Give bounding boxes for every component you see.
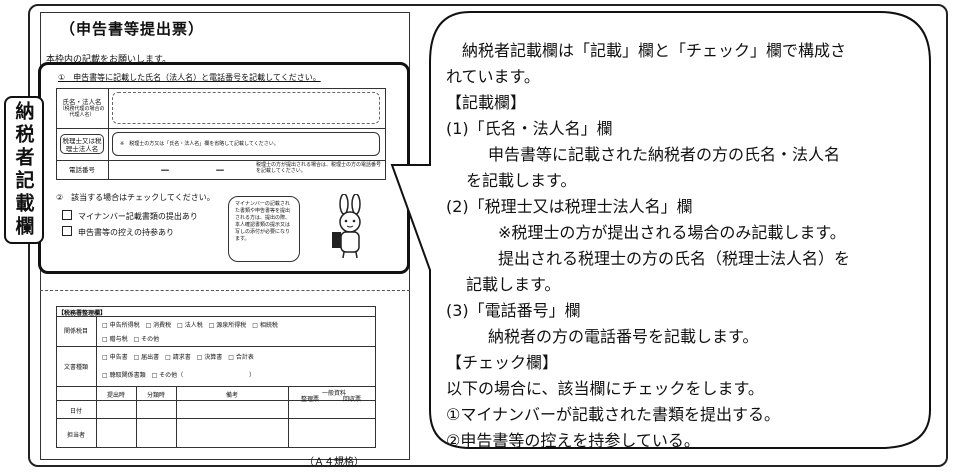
phone-separator: － xyxy=(160,166,170,177)
callout-line: ※税理士の方が提出される場合のみ記載します。 xyxy=(498,223,846,242)
office-row-staff: 担当者 xyxy=(66,432,85,439)
callout-line: 記載します。 xyxy=(466,275,561,294)
callout-line: れています。 xyxy=(446,67,540,86)
callout-line: 【チェック欄】 xyxy=(446,353,559,372)
office-col-general-b: 回収票 xyxy=(342,396,361,403)
notice-bubble: マイナンバーの記載された書類や申告書等を提出される方は、提出の際、本人確認書類の… xyxy=(228,196,300,262)
checkbox-copy[interactable]: 申告書等の控えの持参あり xyxy=(62,226,174,238)
office-row-tax-type-items: □ 申告所得税 □ 消費税 □ 法人税 □ 源泉所得税 □ 相続税 xyxy=(102,322,278,329)
checkbox-mynumber[interactable]: マイナンバー記載書類の提出あり xyxy=(62,210,198,222)
taxpayer-entry-side-label: 納税者記載欄 xyxy=(4,96,44,244)
office-col-divider xyxy=(288,386,289,448)
form-title: （申告書等提出票） xyxy=(60,20,205,38)
tax-accountant-note: ※ 税理士の方又は「氏名・法人名」欄を省略して記載してください。 xyxy=(120,141,279,147)
callout-line: 申告書等に記載された納税者の方の氏名・法人名 xyxy=(488,145,841,164)
form-note: 本枠内の記載をお願いします。 xyxy=(46,55,172,65)
callout-line: 以下の場合に、該当欄にチェックをします。 xyxy=(446,379,764,398)
callout-line: ②申告書等の控えを持参している。 xyxy=(446,431,700,450)
office-row-date: 日付 xyxy=(69,408,82,415)
callout-line: 納税者記載欄は「記載」欄と「チェック」欄で構成さ xyxy=(446,41,847,60)
callout-line: ①マイナンバーが記載された書類を提出する。 xyxy=(446,405,781,424)
cut-line xyxy=(40,290,410,291)
phone-separator: － xyxy=(215,166,225,177)
callout-line: 提出される税理士の方の氏名（税理士法人名）を xyxy=(498,249,851,268)
row-phone-label: 電話番号 xyxy=(69,166,95,174)
office-divider xyxy=(56,346,376,347)
office-use-table xyxy=(56,306,376,448)
office-col-divider xyxy=(96,316,97,448)
rabbit-mascot-icon xyxy=(332,194,361,259)
office-col-classified: 分類時 xyxy=(146,392,165,399)
office-col-divider xyxy=(136,386,137,448)
callout-line: を記載します。 xyxy=(466,171,577,190)
table-col-divider xyxy=(108,88,109,180)
checkbox-icon xyxy=(62,226,72,236)
callout-text: 納税者記載欄は「記載」欄と「チェック」欄で構成さ れています。 【記載欄】 (1… xyxy=(446,38,924,454)
office-col-general-a: 整理票 xyxy=(300,396,319,403)
callout-line: 納税者の方の電話番号を記載します。 xyxy=(488,327,759,346)
section2-heading: ② 該当する場合はチェックしてください。 xyxy=(56,193,215,202)
checkbox-icon xyxy=(62,210,72,220)
office-divider xyxy=(56,400,376,401)
office-divider xyxy=(56,386,376,387)
office-col-remarks: 備考 xyxy=(225,392,238,399)
callout-line: (2)「税理士又は税理士法人名」欄 xyxy=(446,197,693,216)
office-row-tax-type-items: □ 贈与税 □ その他 xyxy=(102,336,160,343)
office-divider xyxy=(56,316,376,317)
office-divider xyxy=(56,418,376,419)
callout-line: (3)「電話番号」欄 xyxy=(446,301,581,320)
office-row-doc-type: 文書種類 xyxy=(63,364,88,371)
phone-note: 税理士の方が提出される場合は、税理士の方の電話番号を記載してください。 xyxy=(256,162,382,174)
office-row-tax-type: 関係税目 xyxy=(63,328,88,335)
name-input[interactable] xyxy=(112,92,380,124)
paper-size-label: （Ａ４規格） xyxy=(304,457,364,468)
section1-heading: ① 申告書等に記載した氏名（法人名）と電話番号を記載してください。 xyxy=(58,73,321,82)
office-use-heading: 【税務署整理欄】 xyxy=(58,310,107,317)
office-row-doc-type-items: □ 聴取関係書類 □ その他（ ） xyxy=(102,372,256,379)
office-col-submitted: 提出時 xyxy=(106,392,125,399)
office-col-divider xyxy=(176,386,177,448)
table-divider xyxy=(56,160,386,161)
office-col-general: 一般資料 xyxy=(321,390,346,397)
callout-line: (1)「氏名・法人名」欄 xyxy=(446,119,613,138)
row-name-label: 氏名・法人名 （税務代理の場合の代理人名） xyxy=(59,98,105,118)
tax-accountant-input[interactable] xyxy=(112,132,380,156)
office-row-doc-type-items: □ 申告書 □ 届出書 □ 請求書 □ 決算書 □ 合計表 xyxy=(102,354,254,361)
row-tax-accountant-label: 税理士又は税理士法人名 xyxy=(60,134,104,154)
entry-table xyxy=(56,88,386,180)
callout-line: 【記載欄】 xyxy=(446,93,527,112)
table-divider xyxy=(56,128,386,129)
